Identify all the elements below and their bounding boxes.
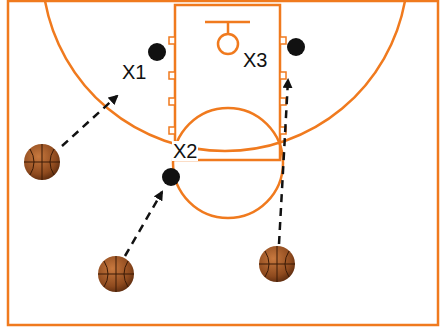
player-label: X1 <box>121 62 147 82</box>
player-label: X3 <box>242 50 268 70</box>
lane-hash-marks <box>169 37 286 134</box>
court-lines <box>8 1 438 325</box>
player-dots <box>148 38 305 186</box>
player-label: X2 <box>172 141 198 161</box>
pass-arrows <box>62 80 288 256</box>
basketballs <box>24 144 295 292</box>
